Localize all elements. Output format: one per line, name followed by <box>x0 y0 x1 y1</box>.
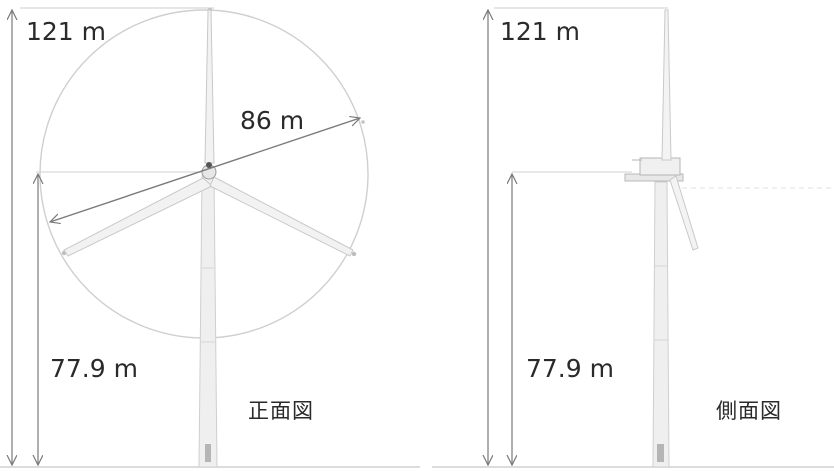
front-view <box>0 7 420 468</box>
front-tower <box>198 175 218 468</box>
front-hub-height-label: 77.9 m <box>50 354 138 383</box>
front-blade-right <box>209 176 354 257</box>
rotor-diameter-arrow <box>50 118 360 222</box>
front-blade-left <box>63 177 213 257</box>
side-tower <box>652 181 670 468</box>
front-tower-door <box>205 444 211 462</box>
side-nacelle <box>639 157 681 176</box>
side-hub-height-label: 77.9 m <box>526 354 614 383</box>
side-blade-down <box>669 175 699 251</box>
blade-tip-dot-upper-right <box>361 120 365 124</box>
front-blade-up <box>204 9 215 164</box>
side-view <box>432 7 834 468</box>
blade-tip-dot-right <box>351 251 357 257</box>
side-view-title: 側面図 <box>716 399 782 423</box>
front-view-title: 正面図 <box>248 399 314 423</box>
front-hub-center <box>206 162 212 168</box>
side-total-height-label: 121 m <box>500 17 581 46</box>
side-tower-door <box>657 444 664 462</box>
front-total-height-label: 121 m <box>26 17 107 46</box>
side-blade-up <box>661 9 672 161</box>
rotor-diameter-label: 86 m <box>240 106 305 135</box>
